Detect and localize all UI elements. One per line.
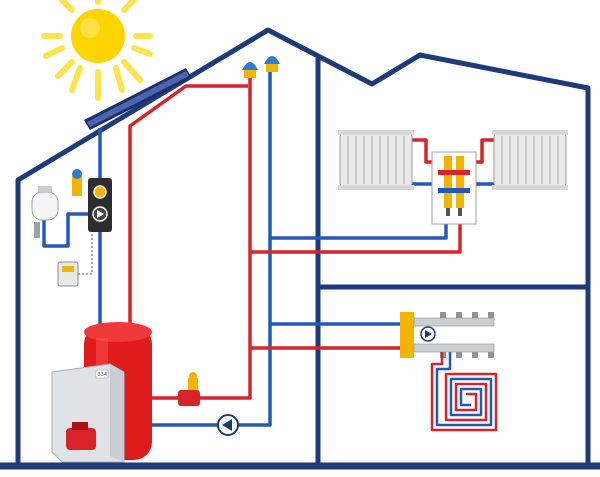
collector-supply-pipe xyxy=(128,84,248,330)
coil-icon xyxy=(430,352,498,432)
manifold-icon xyxy=(431,151,477,225)
solar-panel-icon xyxy=(84,68,192,130)
manifold-icon xyxy=(400,312,495,358)
sun-icon xyxy=(41,0,153,101)
main-cold-riser xyxy=(152,72,272,427)
pump-station-icon xyxy=(72,169,112,232)
house-left-wall-and-roof xyxy=(15,27,591,465)
controller-icon xyxy=(57,232,93,287)
radiator-icon xyxy=(338,130,414,190)
radiator-icon xyxy=(492,130,568,190)
valve-icon xyxy=(178,372,200,406)
house-outline xyxy=(0,27,600,470)
main-hot-riser xyxy=(152,76,252,400)
air-vent-icon xyxy=(242,56,280,78)
boiler-icon: 334 xyxy=(51,363,125,463)
expansion-vessel-pipe xyxy=(42,212,96,248)
radiator-supply-pipe xyxy=(250,214,462,254)
pump-icon xyxy=(217,414,239,436)
vessel-icon xyxy=(31,186,59,238)
radiator-return-pipe xyxy=(270,214,448,240)
boiler-badge: 334 xyxy=(98,372,108,378)
